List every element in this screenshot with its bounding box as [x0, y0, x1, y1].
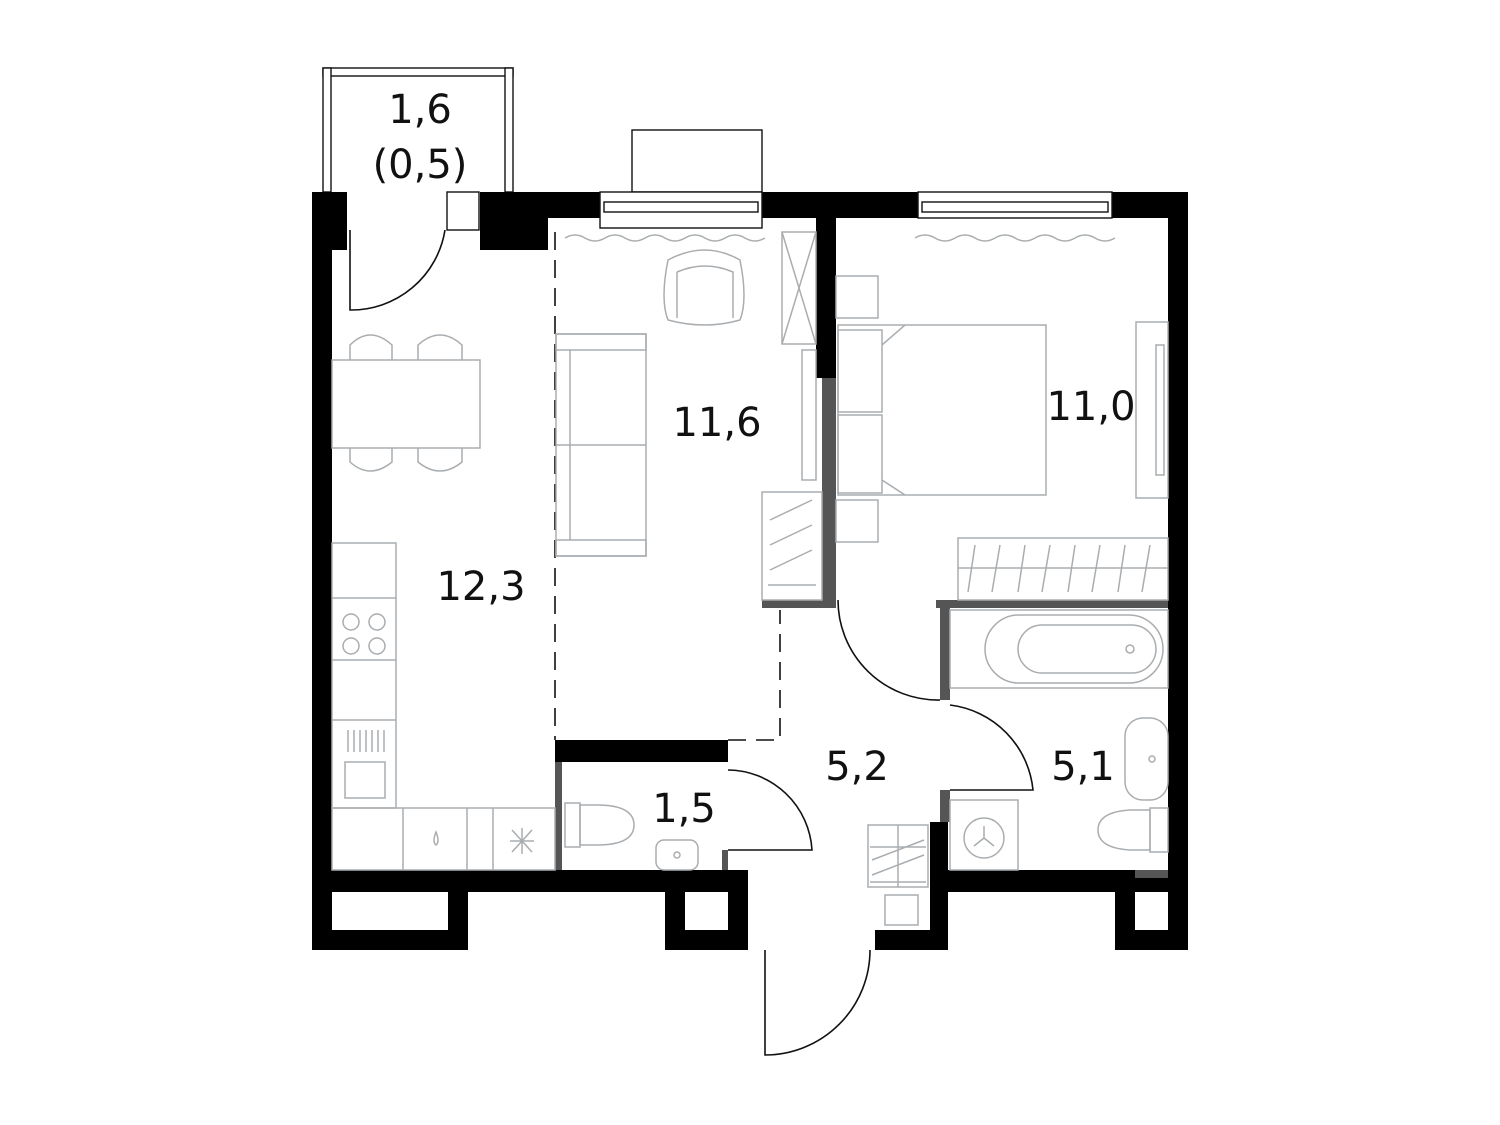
balcony [322, 67, 514, 231]
windows [599, 129, 1113, 229]
kitchen-area: 12,3 [436, 564, 525, 610]
living-area: 11,6 [672, 400, 761, 446]
furniture [331, 231, 1169, 926]
exterior-walls [312, 192, 1188, 950]
wc-area: 1,5 [652, 786, 716, 832]
zone-divider [554, 232, 781, 741]
balcony-area: 1,6 [388, 87, 452, 133]
bedroom-area: 11,0 [1046, 384, 1135, 430]
partitions [555, 378, 1168, 878]
balcony-reduced-area: (0,5) [373, 142, 468, 188]
bathroom-area: 5,1 [1051, 744, 1115, 790]
room-labels: 1,6 (0,5) 12,3 11,6 11,0 5,2 5,1 1,5 [373, 87, 1136, 832]
hall-area: 5,2 [825, 744, 889, 790]
doors[interactable] [349, 229, 1034, 1056]
